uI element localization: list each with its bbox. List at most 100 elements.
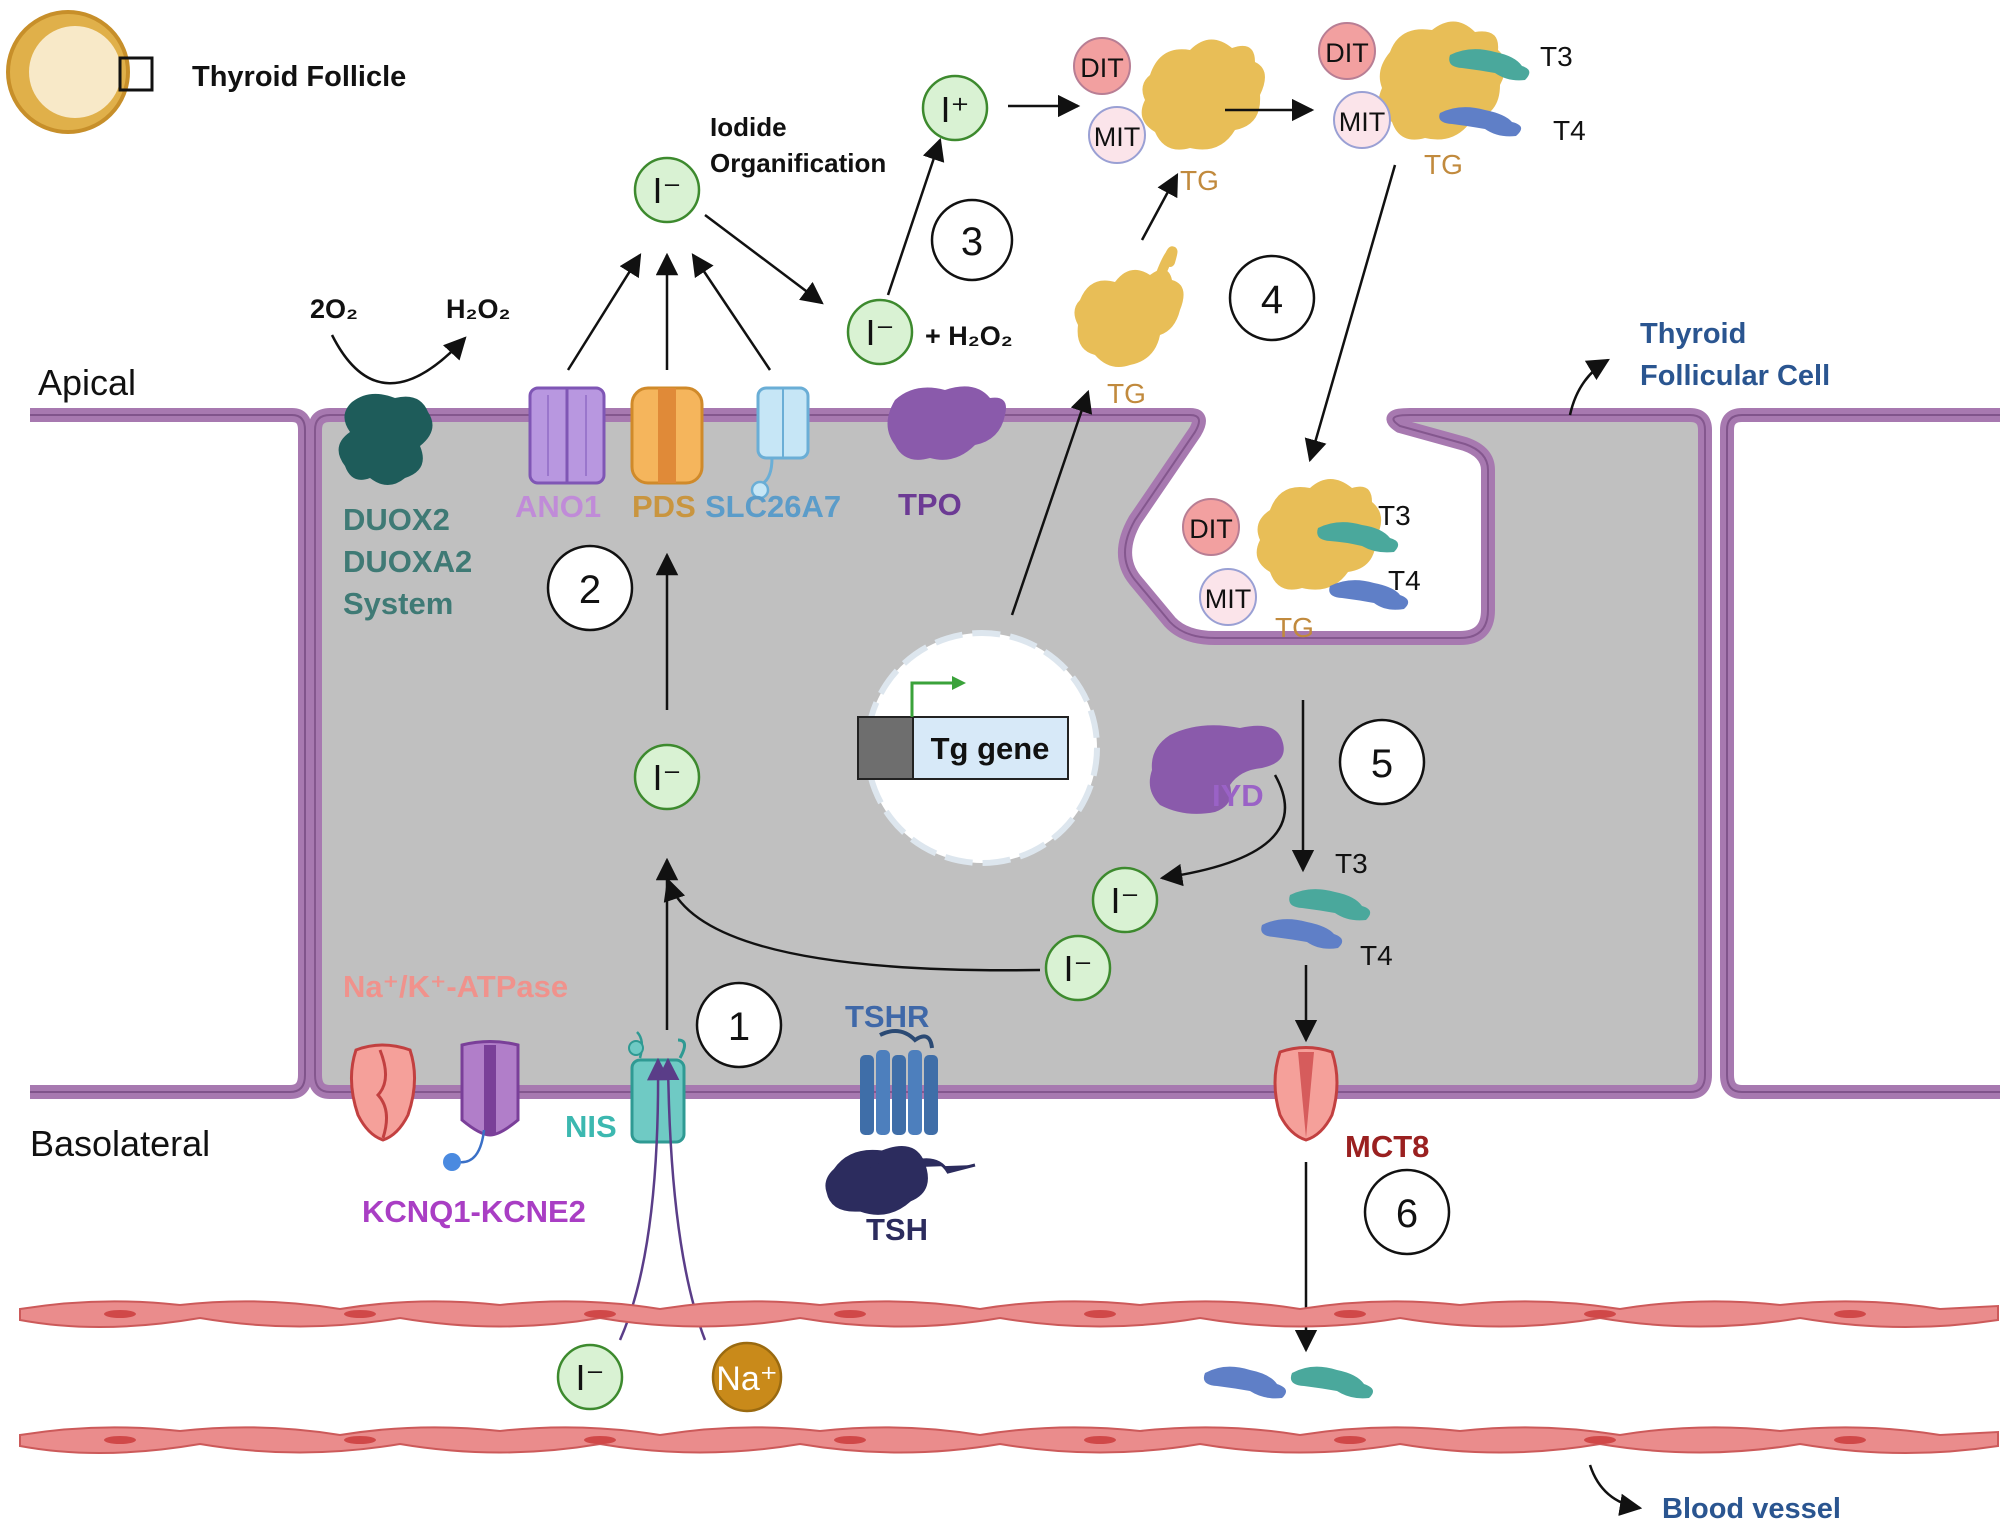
thyroid-follicle-icon [6,10,154,134]
arrow-gene-to-tg [1010,389,1093,616]
cell-label-line2: Follicular Cell [1640,360,1830,392]
free-t3-t4-cytosol [1261,889,1371,949]
tshr-receptor [860,1029,938,1135]
step-3-marker: 3 [930,198,1014,282]
svg-text:4: 4 [1261,278,1283,322]
arrow-iodide-to-tpo-iodide [704,214,824,305]
arrow-recycled-iodide [663,877,1041,972]
kcnq1-kcne2-channel [443,1040,520,1171]
t4-label-endocytosed: T4 [1388,565,1421,596]
duox2-duoxa2-protein [338,393,433,485]
iodide-ion-blood: I⁻ [556,1343,624,1411]
arrow-ano1-to-iodide [566,253,642,371]
svg-text:2: 2 [579,568,601,612]
step-1-marker: 1 [695,981,783,1069]
h2o2-label: H₂O₂ [446,294,511,324]
o2-label: 2O₂ [310,294,358,324]
svg-text:I⁻: I⁻ [652,757,681,798]
iodide-ion-tpo: I⁻ [846,298,914,366]
t3-label-endocytosed: T3 [1378,500,1411,531]
iyd-label: IYD [1212,778,1264,813]
duox-label-line1: DUOX2 [343,502,450,537]
svg-text:I⁻: I⁻ [575,1357,604,1398]
svg-text:MIT: MIT [1094,122,1141,152]
t4-label-coupled: T4 [1553,115,1586,146]
t4-label-cytosol: T4 [1360,940,1393,971]
slc26a7-label: SLC26A7 [705,489,841,524]
organification-label-line2: Organification [710,148,886,178]
svg-text:I⁻: I⁻ [1110,880,1139,921]
basolateral-label: Basolateral [30,1123,210,1164]
duox-label-line3: System [343,586,453,621]
organification-label-line1: Iodide [710,112,787,142]
step-4-marker: 4 [1228,254,1316,342]
right-neighbor-cell [1720,408,2000,1099]
svg-text:5: 5 [1371,742,1393,786]
tg-label-coupled: TG [1424,149,1463,180]
cell-pointer-arrow [1568,358,1610,416]
svg-text:3: 3 [961,220,983,264]
svg-text:MIT: MIT [1339,107,1386,137]
iodide-ion-cytosol: I⁻ [633,743,701,811]
vessel-pointer-arrow [1588,1464,1643,1516]
step-6-marker: 6 [1363,1168,1451,1256]
sodium-ion-blood: Na⁺ [711,1341,783,1413]
arrow-to-endocytosis [1304,164,1397,463]
arrow-iodide-to-iodine [886,137,945,296]
step-2-marker: 2 [546,544,634,632]
kcnq1-kcne2-label: KCNQ1-KCNE2 [362,1194,586,1229]
tpo-enzyme [887,386,1006,460]
slc26a7-transporter [750,386,810,500]
tsh-hormone [825,1146,976,1215]
iodide-ion-recycled-lower: I⁻ [1044,934,1112,1002]
svg-text:I⁻: I⁻ [865,312,894,353]
thyroid-follicle-title: Thyroid Follicle [192,61,406,93]
nakatpase-label: Na⁺/K⁺-ATPase [343,969,568,1004]
nakatpase-pump [349,1043,417,1142]
tshr-label: TSHR [845,999,929,1034]
iodide-ion-lumen: I⁻ [633,156,701,224]
t3-label-cytosol: T3 [1335,848,1368,879]
arrow-tg-up [1140,173,1179,241]
iodinated-tg-complex: DIT MIT [1073,37,1265,164]
iodine-cation: I⁺ [921,74,989,142]
tg-label-iodinated: TG [1180,165,1219,196]
tpo-label: TPO [898,487,962,522]
iyd-enzyme [1149,725,1284,814]
mct8-label: MCT8 [1345,1129,1429,1164]
svg-text:6: 6 [1396,1192,1418,1236]
blood-vessel-wall-lower [19,1426,1999,1455]
svg-text:Na⁺: Na⁺ [716,1360,777,1398]
plus-h2o2-label: + H₂O₂ [925,321,1013,351]
tg-gene-label: Tg gene [931,731,1050,766]
svg-text:I⁻: I⁻ [652,170,681,211]
blood-vessel-wall-upper [19,1300,1999,1329]
step-5-marker: 5 [1338,718,1426,806]
cell-label-line1: Thyroid [1640,318,1746,350]
svg-text:DIT: DIT [1080,53,1124,83]
mct8-transporter [1273,1046,1339,1142]
t3-label-coupled: T3 [1540,41,1573,72]
svg-text:I⁻: I⁻ [1063,948,1092,989]
pds-label: PDS [632,489,696,524]
pds-transporter [630,386,704,485]
free-t3-t4-blood [1203,1366,1373,1399]
tg-protein-secreted [1074,246,1184,368]
ano1-channel [528,386,606,485]
endocytosed-tg-complex: DIT MIT [1182,479,1409,626]
svg-text:DIT: DIT [1189,514,1233,544]
arrow-slc26a7-to-iodide [691,253,772,371]
iodide-ion-recycled-upper: I⁻ [1091,866,1159,934]
apical-label: Apical [38,362,136,403]
ano1-label: ANO1 [515,489,601,524]
nis-label: NIS [565,1109,617,1144]
svg-text:DIT: DIT [1325,38,1369,68]
blood-vessel-label: Blood vessel [1662,1493,1841,1521]
tsh-label: TSH [866,1212,928,1247]
nucleus: Tg gene [857,630,1100,866]
coupled-tg-complex: DIT MIT [1318,21,1530,149]
tg-label-secreted: TG [1107,378,1146,409]
left-neighbor-cell [30,408,312,1099]
svg-text:1: 1 [728,1005,750,1049]
